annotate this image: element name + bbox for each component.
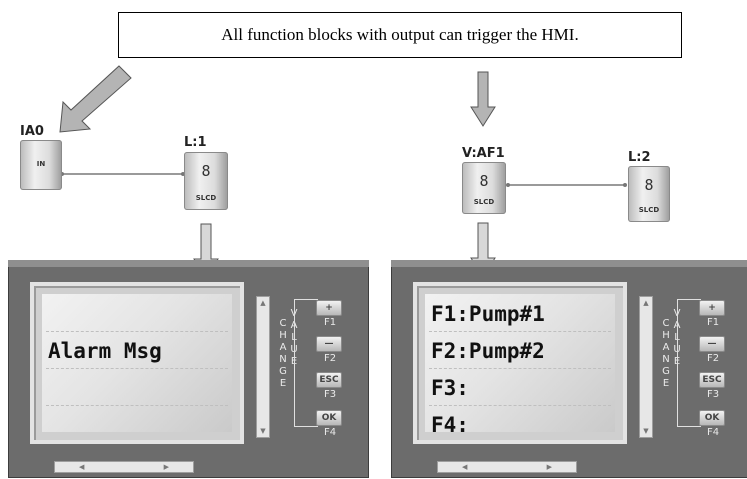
af1-label: V:AF1 [462, 146, 505, 161]
callout-arrow-right [470, 71, 496, 127]
scroll-left-icon[interactable]: ◀ [462, 463, 468, 471]
l1-label: L:1 [184, 135, 207, 150]
hmi-screen-right: F1:Pump#1 F2:Pump#2 F3: F4: [425, 294, 615, 437]
l1-tag: SLCD [195, 194, 217, 202]
minus-button-left[interactable]: — [316, 336, 342, 352]
minus-button-right[interactable]: — [699, 336, 725, 352]
scroll-up-icon[interactable]: ▲ [643, 299, 649, 307]
ok-button-left[interactable]: OK [316, 410, 342, 426]
scroll-right-icon[interactable]: ▶ [163, 463, 169, 471]
scroll-right-icon[interactable]: ▶ [546, 463, 552, 471]
hmi-screen-frame-left: Alarm Msg [30, 282, 244, 444]
callout-box: All function blocks with output can trig… [118, 12, 682, 58]
value-bracket-left [294, 299, 318, 427]
callout-arrow-left [59, 65, 132, 133]
f3-key-label-right: F3 [706, 389, 720, 400]
af1-block[interactable]: 8 SLCD [462, 162, 506, 214]
f4-key-label-right: F4 [706, 427, 720, 438]
value-bracket-right [677, 299, 701, 427]
vertical-scrollbar-left[interactable]: ▲ ▼ [256, 296, 270, 438]
hmi-right-line-1: F1:Pump#1 [431, 302, 545, 326]
callout-text: All function blocks with output can trig… [221, 25, 579, 44]
scroll-left-icon[interactable]: ◀ [79, 463, 85, 471]
esc-button-right[interactable]: ESC [699, 372, 725, 388]
horizontal-scrollbar-left[interactable]: ◀ ▶ [54, 461, 194, 473]
esc-button-left[interactable]: ESC [316, 372, 342, 388]
ia0-block[interactable]: IN [20, 140, 62, 190]
hmi-right-line-2: F2:Pump#2 [431, 339, 545, 363]
hmi-right-line-4: F4: [431, 413, 469, 437]
f4-key-label-left: F4 [323, 427, 337, 438]
af1-tag: SLCD [473, 198, 495, 206]
af1-symbol: 8 [479, 172, 489, 190]
ia0-label: IA0 [20, 124, 44, 139]
f1-key-label-left: F1 [323, 317, 337, 328]
f2-key-label-left: F2 [323, 353, 337, 364]
scroll-down-icon[interactable]: ▼ [643, 427, 649, 435]
l2-block[interactable]: 8 SLCD [628, 166, 670, 222]
hmi-left-line-2: Alarm Msg [48, 339, 162, 363]
l2-symbol: 8 [644, 176, 654, 194]
ia0-tag: IN [36, 160, 46, 168]
plus-button-right[interactable]: + [699, 300, 725, 316]
ok-button-right[interactable]: OK [699, 410, 725, 426]
horizontal-scrollbar-right[interactable]: ◀ ▶ [437, 461, 577, 473]
vertical-scrollbar-right[interactable]: ▲ ▼ [639, 296, 653, 438]
f1-key-label-right: F1 [706, 317, 720, 328]
l2-label: L:2 [628, 150, 651, 165]
l1-block[interactable]: 8 SLCD [184, 152, 228, 210]
plus-button-left[interactable]: + [316, 300, 342, 316]
hmi-right-line-3: F3: [431, 376, 469, 400]
l1-symbol: 8 [201, 162, 211, 180]
l2-tag: SLCD [638, 206, 660, 214]
scroll-up-icon[interactable]: ▲ [260, 299, 266, 307]
hmi-screen-left: Alarm Msg [42, 294, 232, 432]
f2-key-label-right: F2 [706, 353, 720, 364]
scroll-down-icon[interactable]: ▼ [260, 427, 266, 435]
f3-key-label-left: F3 [323, 389, 337, 400]
hmi-screen-frame-right: F1:Pump#1 F2:Pump#2 F3: F4: [413, 282, 627, 444]
